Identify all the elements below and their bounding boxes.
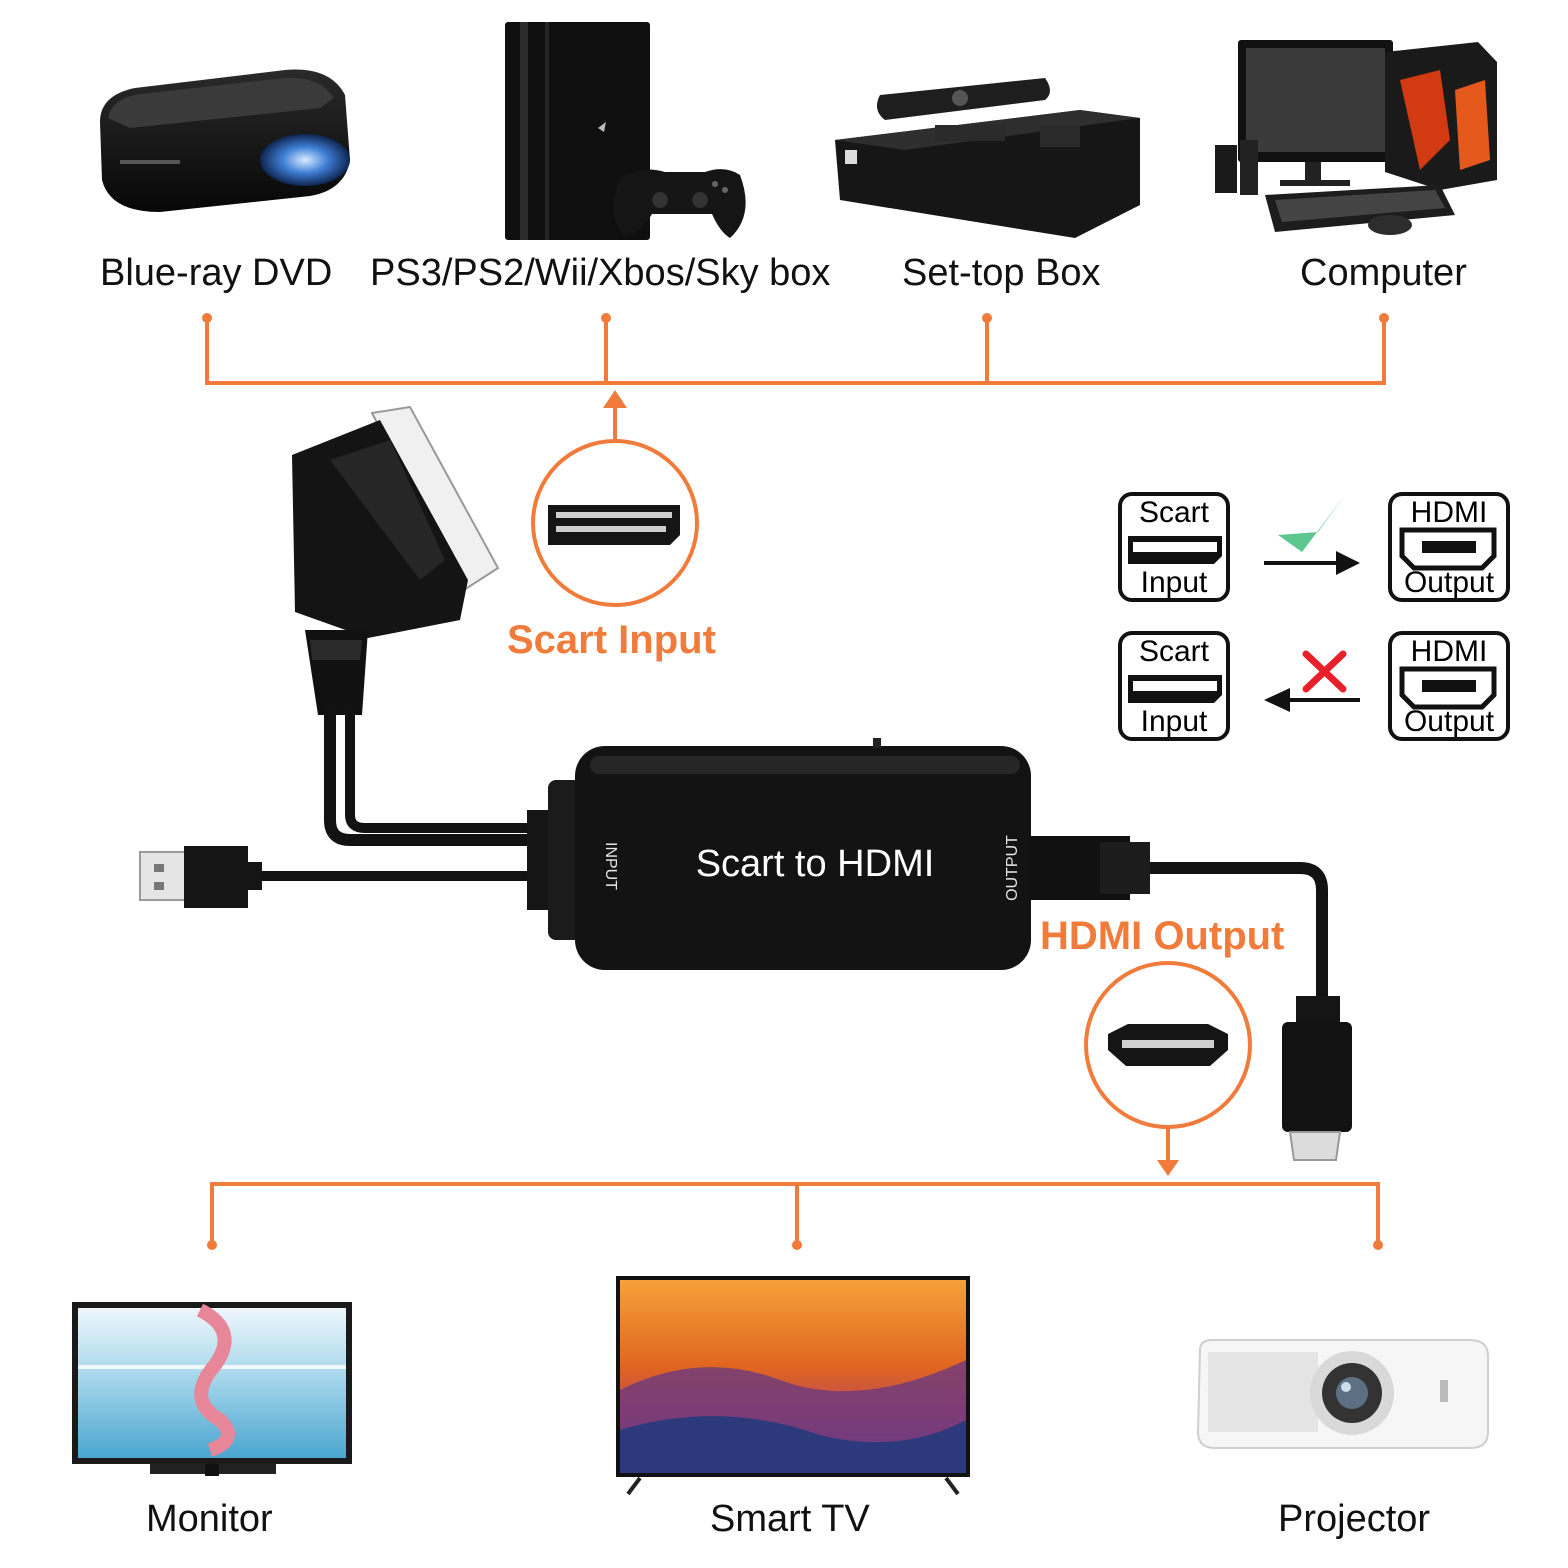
reverse-to-top: HDMI [1411,635,1488,668]
down-arrow-icon [1157,1160,1179,1176]
direction-legend-reverse: Scart Input HDMI Output [1118,631,1510,741]
forward-from-top: Scart [1139,496,1210,529]
desktop-computer-icon [1215,40,1497,235]
set-top-box-icon [835,78,1140,238]
source-bracket [205,318,1386,440]
hdmi-output-callout-label: HDMI Output [1040,914,1285,958]
cross-icon [1302,650,1347,693]
forward-from-bottom: Input [1141,566,1208,599]
scart-input-callout-label: Scart Input [507,618,716,662]
direction-legend-forward: Scart Input HDMI Output [1118,492,1510,602]
adapter-box [527,738,1150,970]
left-arrow-icon [1264,688,1290,712]
display-label-monitor: Monitor [146,1498,273,1540]
hdmi-port-callout [1084,961,1252,1176]
reverse-from-bottom: Input [1141,705,1208,738]
adapter-title: Scart to HDMI [696,843,935,885]
adapter-input-port-label: INPUT [602,842,619,890]
bracket-dots [202,313,1389,323]
source-label-computer: Computer [1300,252,1467,294]
hdmi-plug-icon [1282,996,1352,1161]
smart-tv-icon [616,1276,970,1496]
display-label-projector: Projector [1278,1498,1431,1540]
bluray-player-icon [100,69,350,212]
source-label-console: PS3/PS2/Wii/Xbos/Sky box [370,252,831,294]
up-arrow-icon [603,390,627,408]
scart-port-icon [548,505,680,545]
forward-to-bottom: Output [1404,566,1495,599]
usb-plug-icon [139,846,262,908]
source-label-bluray: Blue-ray DVD [100,252,333,294]
display-bracket [210,1182,1380,1245]
forward-to-top: HDMI [1411,496,1488,529]
source-label-settop: Set-top Box [902,252,1101,294]
scart-port-callout [531,439,699,607]
adapter-cables [247,704,1328,1006]
game-console-icon [505,22,746,240]
projector-icon [1196,1339,1489,1449]
scart-plug-icon [292,405,500,715]
display-label-smarttv: Smart TV [710,1498,870,1540]
reverse-to-bottom: Output [1404,705,1495,738]
right-arrow-icon [1336,551,1360,575]
monitor-icon [72,1302,352,1476]
adapter-output-port-label: OUTPUT [1004,835,1021,901]
check-icon [1278,495,1345,552]
reverse-from-top: Scart [1139,635,1210,668]
